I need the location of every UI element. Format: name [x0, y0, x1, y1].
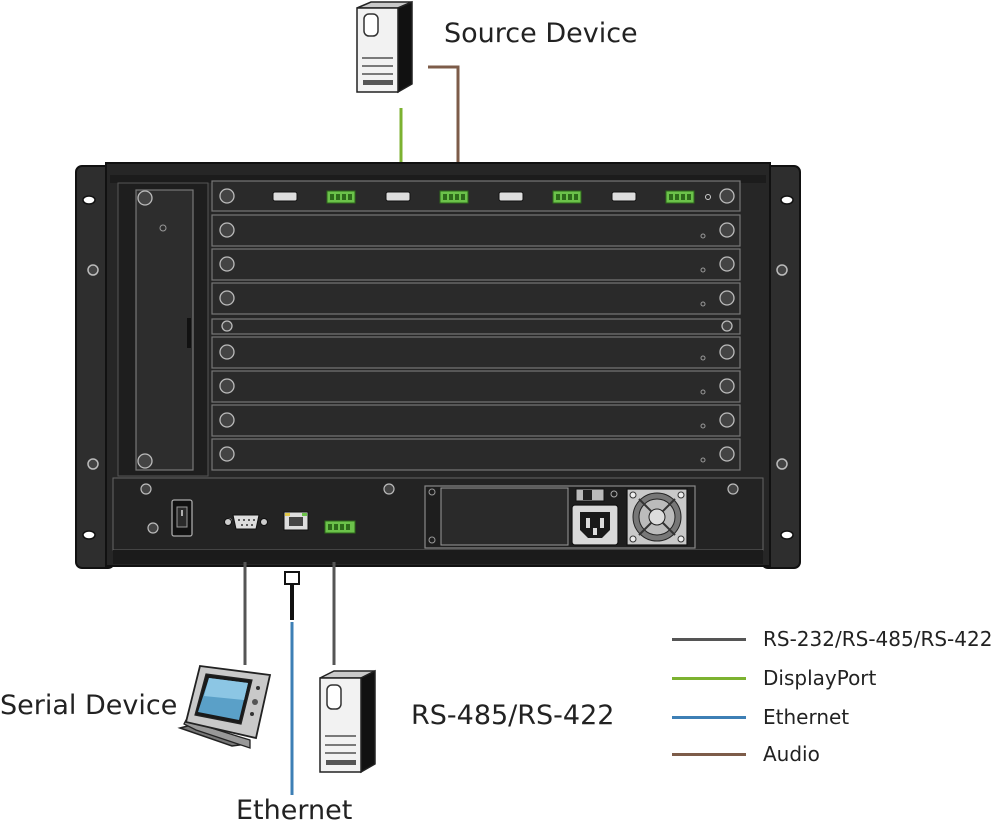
rs485-device-tower-icon: [319, 669, 376, 774]
ethernet-label: Ethernet: [236, 795, 353, 826]
legend-label: Ethernet: [763, 705, 850, 729]
rs232-port-icon: [224, 514, 268, 530]
displayport-port-icon: [272, 191, 637, 202]
legend-item: Audio: [672, 742, 820, 766]
rs485-terminal-icon: [324, 520, 356, 534]
legend-label: Audio: [763, 742, 820, 766]
serial-device-touch-panel-icon: [177, 665, 272, 749]
power-switch-icon: [171, 499, 193, 537]
source-device-tower-icon: [356, 0, 413, 94]
legend-swatch: [672, 676, 746, 680]
legend-label: RS-232/RS-485/RS-422: [763, 627, 993, 651]
source-device-label: Source Device: [444, 18, 638, 49]
ethernet-port-icon: [283, 511, 309, 531]
legend-item: DisplayPort: [672, 666, 876, 690]
legend-swatch: [672, 637, 746, 641]
rs485-rs422-label: RS-485/RS-422: [411, 700, 615, 731]
legend-label: DisplayPort: [763, 666, 877, 690]
power-supply-icon: [424, 485, 696, 549]
legend-swatch: [672, 715, 746, 719]
serial-device-label: Serial Device: [0, 690, 178, 721]
ethernet-plug-icon: [284, 571, 300, 620]
blank-slot-panels: [211, 214, 741, 471]
audio-cable: [428, 65, 460, 190]
legend-item: Ethernet: [672, 705, 849, 729]
legend-item: RS-232/RS-485/RS-422: [672, 627, 992, 651]
legend-swatch: [672, 752, 746, 756]
matrix-switch-chassis: [75, 162, 801, 569]
